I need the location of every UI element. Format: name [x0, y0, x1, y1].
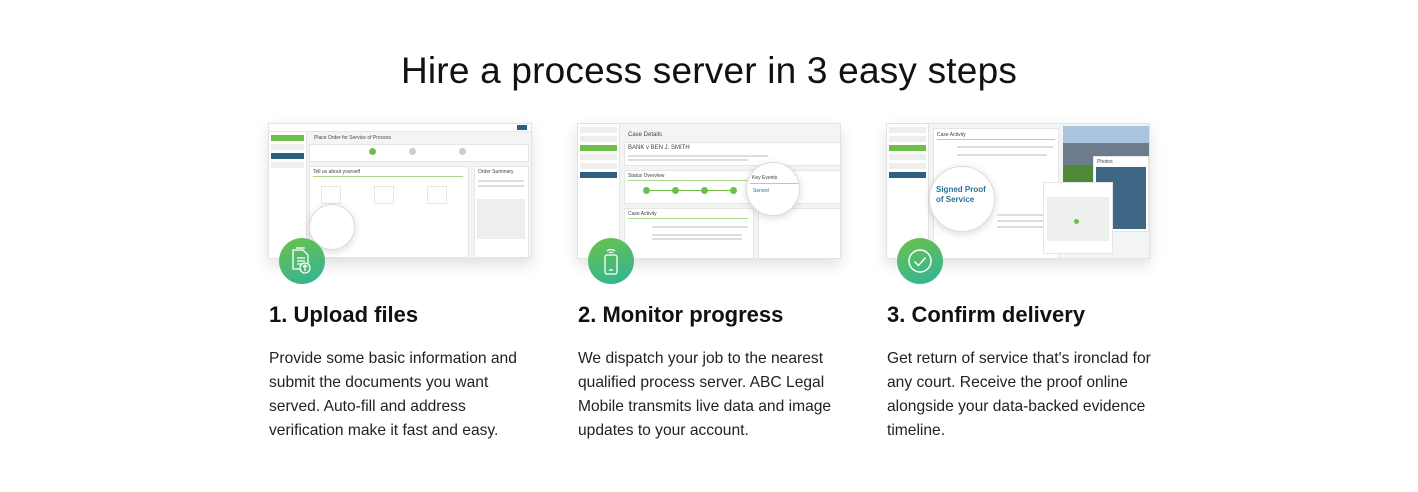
photos-label: Photos	[1097, 159, 1113, 165]
key-events-label: Key Events	[752, 175, 778, 181]
screenshot-page-title: Place Order for Service of Process	[314, 135, 391, 141]
step-monitor-progress: Case Details BANK v BEN J. SMITH Status …	[577, 123, 857, 439]
step-upload-files: Place Order for Service of Process Tell …	[268, 123, 548, 439]
screenshot-activity: Case Activity	[628, 211, 657, 217]
monitor-screenshot: Case Details BANK v BEN J. SMITH Status …	[577, 123, 841, 259]
screenshot-status: Status Overview	[628, 173, 665, 179]
step-description: We dispatch your job to the nearest qual…	[578, 350, 832, 439]
step-description: Get return of service that's ironclad fo…	[887, 350, 1151, 439]
screenshot-page-title: Case Details	[628, 132, 663, 138]
confirm-screenshot: Case Activity Photos Signed Proof of Ser…	[886, 123, 1150, 259]
screenshot-activity: Case Activity	[937, 132, 966, 138]
page-title: Hire a process server in 3 easy steps	[400, 50, 1018, 91]
step-heading: 1. Upload files	[269, 302, 419, 327]
served-label: Served	[753, 188, 769, 194]
proof-of-service-link: Signed Proof of Service	[936, 185, 986, 204]
mobile-phone-signal-icon	[588, 238, 634, 284]
screenshot-case: BANK v BEN J. SMITH	[628, 145, 690, 151]
checkmark-circle-icon	[897, 238, 943, 284]
document-upload-icon	[279, 238, 325, 284]
step-heading: 2. Monitor progress	[578, 302, 784, 327]
step-confirm-delivery: Case Activity Photos Signed Proof of Ser…	[886, 123, 1166, 439]
step-heading: 3. Confirm delivery	[887, 302, 1086, 327]
screenshot-section: Tell us about yourself	[313, 169, 360, 175]
screenshot-summary: Order Summary	[478, 169, 514, 175]
step-description: Provide some basic information and submi…	[269, 350, 517, 439]
upload-screenshot: Place Order for Service of Process Tell …	[268, 123, 532, 259]
